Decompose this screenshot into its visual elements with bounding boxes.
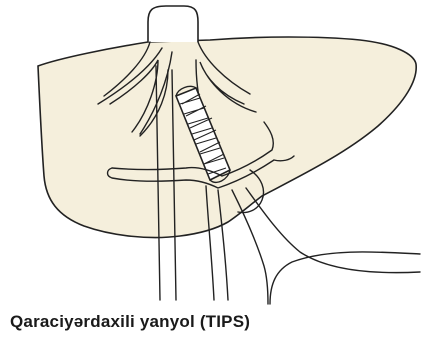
hepatic-vein-trunk bbox=[148, 6, 198, 42]
caption: Qaraciyərdaxili yanyol (TIPS) bbox=[10, 312, 250, 332]
liver-shape bbox=[38, 37, 416, 238]
extrahepatic-portal-vein bbox=[232, 188, 420, 304]
